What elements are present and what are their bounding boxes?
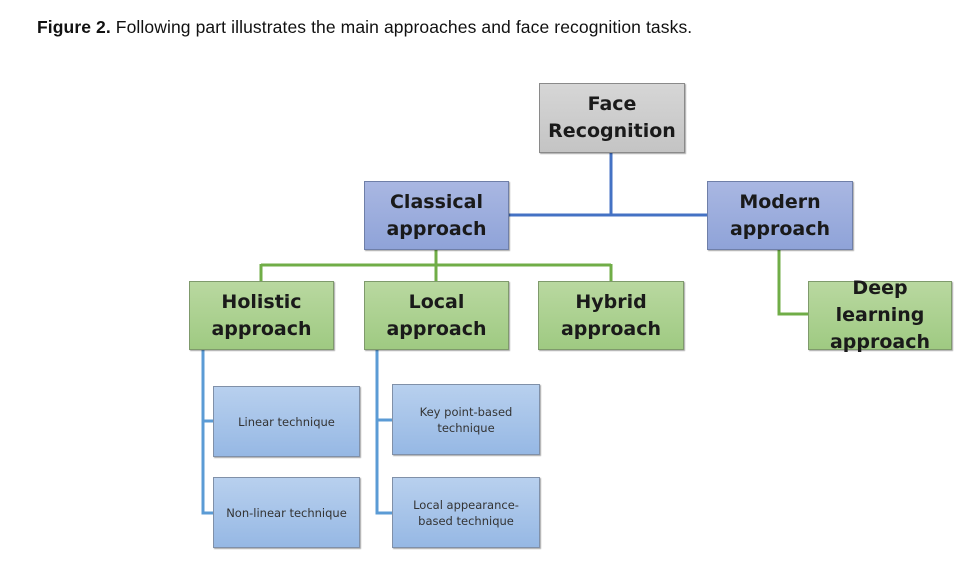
figure-caption: Figure 2. Following part illustrates the… <box>37 17 692 38</box>
figure-caption-text: Following part illustrates the main appr… <box>110 17 693 37</box>
node-local-appearance-based-technique: Local appearance- based technique <box>392 477 540 548</box>
node-label: Classical approach <box>386 190 487 240</box>
node-label: Non-linear technique <box>226 505 347 520</box>
node-hybrid-approach: Hybrid approach <box>538 281 684 350</box>
node-label: Local appearance- based technique <box>413 497 519 528</box>
node-key-point-based-technique: Key point-based technique <box>392 384 540 455</box>
node-face-recognition: Face Recognition <box>539 83 685 153</box>
node-label: Face Recognition <box>548 93 676 142</box>
node-non-linear-technique: Non-linear technique <box>213 477 360 548</box>
connector-modern-deep <box>777 250 809 316</box>
node-classical-approach: Classical approach <box>364 181 509 250</box>
node-modern-approach: Modern approach <box>707 181 853 250</box>
node-label: Holistic approach <box>211 290 312 340</box>
node-label: Local approach <box>386 290 487 340</box>
node-label: Deep learning approach <box>829 277 931 353</box>
node-label: Linear technique <box>238 414 335 429</box>
node-local-approach: Local approach <box>364 281 509 350</box>
node-label: Key point-based technique <box>419 404 513 435</box>
node-linear-technique: Linear technique <box>213 386 360 457</box>
node-deep-learning-approach: Deep learning approach <box>808 277 952 353</box>
figure-label: Figure 2. <box>37 17 111 37</box>
node-holistic-approach: Holistic approach <box>189 281 334 350</box>
node-label: Modern approach <box>729 190 831 240</box>
node-label: Hybrid approach <box>560 290 662 340</box>
connector-local-techniques <box>375 350 392 515</box>
connector-holistic-techniques <box>201 350 213 515</box>
